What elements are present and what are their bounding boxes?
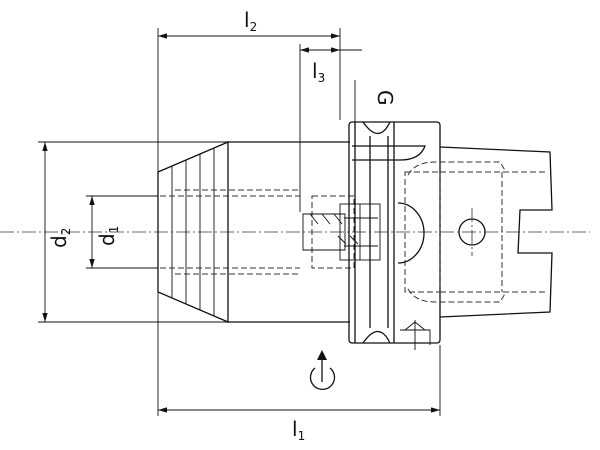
- label-G: G: [373, 90, 397, 106]
- shank: [407, 146, 553, 318]
- extension-lines: [38, 28, 441, 416]
- holder-body: [160, 141, 381, 323]
- label-d2: d2: [47, 228, 73, 248]
- rotation-direction-icon: [309, 350, 336, 390]
- flange: [348, 121, 441, 350]
- label-l3: l3: [312, 59, 325, 85]
- label-l1: l1: [292, 417, 305, 443]
- label-l2: l2: [244, 8, 257, 34]
- label-d1: d1: [95, 226, 121, 246]
